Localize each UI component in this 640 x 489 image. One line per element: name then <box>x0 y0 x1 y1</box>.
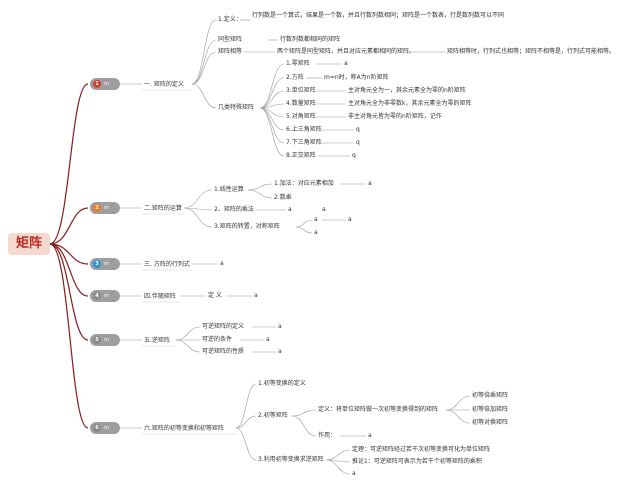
special-item-label[interactable]: 1.零矩阵 <box>286 60 310 67</box>
link-root-b4 <box>49 243 89 297</box>
b2-transpose-desc: a <box>314 216 318 223</box>
b2-mult-desc: a <box>322 206 326 213</box>
b4-definition-label[interactable]: 定 义 <box>208 292 222 299</box>
b6-inverse-item: 推论1：可逆矩阵可表示为若干个初等矩阵的乘积 <box>352 458 482 465</box>
b1-equal-note: 矩阵相等时，行列式也相等；矩阵不相等是，行列式可能相等。 <box>447 48 616 55</box>
branch-4-title[interactable]: 四.伴随矩阵 <box>144 293 176 300</box>
b2-add-desc: a <box>368 180 372 187</box>
b2-transpose-desc: a <box>314 229 318 236</box>
b5-item-desc: a <box>278 348 282 355</box>
special-item-desc: q <box>356 126 360 133</box>
branch-3-title[interactable]: 三. 方阵的行列式 <box>144 261 190 268</box>
b6-elementary-type[interactable]: 初等倍加矩阵 <box>472 406 509 413</box>
b1-same-type-label[interactable]: 同型矩阵 <box>218 36 243 43</box>
link-root-b2 <box>49 207 89 245</box>
b2-add-label[interactable]: 1.加法：对应元素相加 <box>274 180 334 187</box>
branch-3-number-badge: 3 <box>93 260 101 268</box>
branch-5-mark: m <box>104 337 109 343</box>
branch-5-number-badge: 5 <box>93 336 101 344</box>
b6-inverse-item: 定理：可逆矩阵经过若干次初等变换可化为单位矩阵 <box>352 446 491 453</box>
link-root-b1 <box>49 83 89 245</box>
link-root-b6 <box>49 243 89 429</box>
b5-item-desc: a <box>278 323 282 330</box>
special-item-desc: 主对角元全为一，其余元素全为零的n阶矩阵 <box>348 87 466 94</box>
branch-3-mark: m <box>104 261 109 267</box>
root-node[interactable]: 矩阵 <box>8 233 50 255</box>
branch-5-title[interactable]: 五.逆矩阵 <box>144 337 170 344</box>
branch-1-number-badge: 1 <box>93 80 101 88</box>
branch-2-node[interactable]: 2 m <box>90 202 120 214</box>
special-item-desc: q <box>352 152 356 159</box>
b5-item-desc: a <box>266 336 270 343</box>
b3-desc: a <box>220 260 224 267</box>
b6-inverse-label[interactable]: 3.利用初等变换求逆矩阵 <box>258 456 324 463</box>
b1-equal-label[interactable]: 矩阵相等 <box>218 48 243 55</box>
b2-scalar-label[interactable]: 2.数乘 <box>274 194 292 201</box>
b5-item-label[interactable]: 可逆矩阵的性质 <box>202 348 245 355</box>
branch-2-mark: m <box>104 205 109 211</box>
branch-4-mark: m <box>104 293 109 299</box>
special-item-label[interactable]: 4.数量矩阵 <box>286 100 316 107</box>
special-item-desc: 非主对角元皆为零的n阶矩阵，记作 <box>348 113 442 120</box>
branch-6-title[interactable]: 六.矩阵的初等变换和初等矩阵 <box>144 425 224 432</box>
b1-definition-label[interactable]: 1.定义： <box>218 16 242 23</box>
b2-transpose-desc: a <box>348 216 352 223</box>
b5-item-label[interactable]: 可逆矩阵的定义 <box>202 323 245 330</box>
b6-elementary-use-desc: a <box>368 432 372 439</box>
b5-item-label[interactable]: 可逆的条件 <box>202 336 233 343</box>
branch-4-node[interactable]: 4 m <box>90 290 120 302</box>
b6-definition-label[interactable]: 1.初等变换的定义 <box>258 380 306 387</box>
branch-1-mark: m <box>104 81 109 87</box>
b1-equal-desc: 两个矩阵是同型矩阵，并且对应元素都相同的矩阵。 <box>277 48 416 55</box>
b2-linear-label[interactable]: 1.线性运算 <box>214 186 244 193</box>
special-item-desc: m=n时，称A为n阶矩阵 <box>324 74 389 81</box>
special-item-desc: a <box>344 60 348 67</box>
b6-elementary-type[interactable]: 初等对换矩阵 <box>472 419 509 426</box>
special-item-label[interactable]: 3.单位矩阵 <box>286 87 316 94</box>
branch-6-number-badge: 6 <box>93 424 101 432</box>
b1-special-label[interactable]: 几类特殊矩阵 <box>218 104 255 111</box>
branch-4-number-badge: 4 <box>93 292 101 300</box>
special-item-label[interactable]: 8.正交矩阵 <box>286 152 316 159</box>
b4-desc: a <box>254 292 258 299</box>
b2-mult-desc: a <box>288 206 292 213</box>
branch-2-number-badge: 2 <box>93 204 101 212</box>
branch-6-mark: m <box>104 425 109 431</box>
b1-definition-desc: 行列数是一个算式，结果是一个数，并且行数列数相同；矩阵是一个数表，行是数列数可以… <box>252 12 505 19</box>
branch-6-node[interactable]: 6 m <box>90 422 120 434</box>
b6-inverse-item: a <box>352 470 356 477</box>
link-root-b5 <box>49 243 89 341</box>
special-item-desc: q <box>356 139 360 146</box>
b6-elementary-def: 定义：将单位矩阵做一次初等变换得到的矩阵 <box>318 406 439 413</box>
special-item-label[interactable]: 2.方阵 <box>286 74 304 81</box>
branch-2-title[interactable]: 二.矩阵的运算 <box>144 205 182 212</box>
branch-1-node[interactable]: 1 m <box>90 78 120 90</box>
b1-same-type-desc: 行数列数都相同的矩阵 <box>280 36 341 43</box>
b2-mult-label[interactable]: 2、矩阵的乘法 <box>214 206 254 213</box>
special-item-label[interactable]: 5.对角矩阵 <box>286 113 316 120</box>
special-item-label[interactable]: 6.上三角矩阵 <box>286 126 322 133</box>
b6-elementary-use-label[interactable]: 作用： <box>318 432 337 439</box>
b6-elementary-label[interactable]: 2.初等矩阵 <box>258 412 288 419</box>
branch-3-node[interactable]: 3 m <box>90 258 120 270</box>
branch-5-node[interactable]: 5 m <box>90 334 120 346</box>
b6-elementary-type[interactable]: 初等倍乘矩阵 <box>472 392 509 399</box>
special-item-label[interactable]: 7.下三角矩阵 <box>286 139 322 146</box>
special-item-desc: 主对角元全为非零数k，其余元素全为零的矩阵 <box>348 100 472 107</box>
b2-transpose-label[interactable]: 3.矩阵的转置，对称矩阵 <box>214 223 280 230</box>
branch-1-title[interactable]: 一. 矩阵的定义 <box>144 81 184 88</box>
